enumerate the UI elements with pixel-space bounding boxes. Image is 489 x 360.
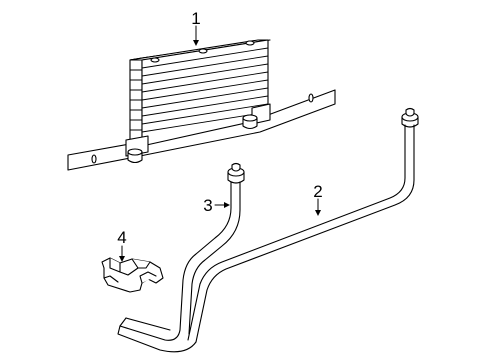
leader-arrow-4 [119, 245, 125, 262]
cooler-body [129, 39, 271, 147]
line-clip [101, 257, 164, 293]
cooler-fittings [127, 114, 258, 164]
callout-1: 1 [191, 9, 200, 28]
cooler-line-long [187, 107, 419, 343]
cooler-line-short [117, 162, 245, 353]
oil-cooler [67, 39, 336, 171]
leader-arrow-2 [315, 198, 321, 216]
callout-3: 3 [203, 196, 212, 215]
leader-arrow-3 [214, 202, 230, 208]
line-2-fitting [401, 107, 419, 128]
line-3-fitting [227, 162, 245, 184]
callout-4: 4 [117, 228, 126, 247]
leader-arrows [119, 25, 321, 262]
callout-2: 2 [313, 182, 322, 201]
cooler-fins [129, 47, 269, 133]
leader-arrow-1 [193, 25, 199, 46]
